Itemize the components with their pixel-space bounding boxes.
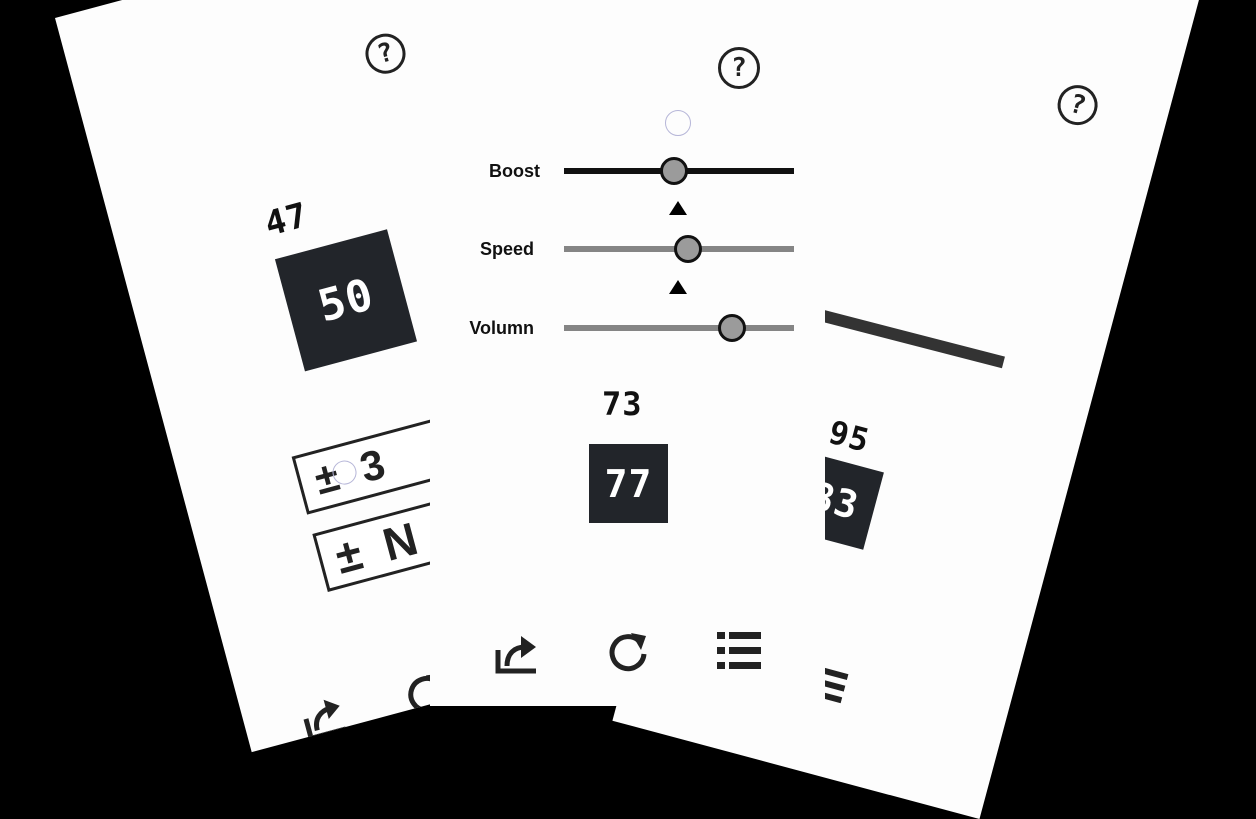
volumn-slider-track[interactable] <box>564 325 794 331</box>
center-screen: ? Boost Speed Volumn 73 77 <box>430 0 825 706</box>
help-button[interactable]: ? <box>1053 80 1103 130</box>
target-value: 95 <box>824 412 874 460</box>
help-icon: ? <box>731 53 747 83</box>
help-icon: ? <box>1066 88 1090 122</box>
target-value: 73 <box>602 385 643 423</box>
help-button[interactable]: ? <box>718 47 760 89</box>
current-value-box: 50 <box>274 229 418 372</box>
speed-marker <box>669 280 687 294</box>
speed-label: Speed <box>479 239 534 259</box>
speed-slider-thumb[interactable] <box>674 235 703 263</box>
touch-indicator <box>665 110 691 136</box>
restart-icon[interactable] <box>604 628 652 676</box>
button-label: N <box>377 512 423 571</box>
volumn-slider-thumb[interactable] <box>717 314 746 342</box>
current-value: 50 <box>312 268 380 333</box>
volumn-label: Volumn <box>469 318 534 338</box>
share-icon[interactable] <box>294 687 353 746</box>
boost-slider-thumb[interactable] <box>660 157 689 185</box>
list-icon[interactable] <box>717 632 761 672</box>
help-icon: ? <box>374 37 397 71</box>
help-button[interactable]: ? <box>361 29 410 79</box>
current-value-box: 77 <box>589 444 668 523</box>
current-value: 77 <box>604 461 653 506</box>
plus-minus-icon: ± <box>329 526 368 584</box>
share-icon[interactable] <box>493 628 541 676</box>
button-label: 3 <box>355 439 390 492</box>
target-value: 47 <box>260 195 313 245</box>
boost-marker <box>669 201 687 215</box>
boost-label: Boost <box>489 161 540 181</box>
